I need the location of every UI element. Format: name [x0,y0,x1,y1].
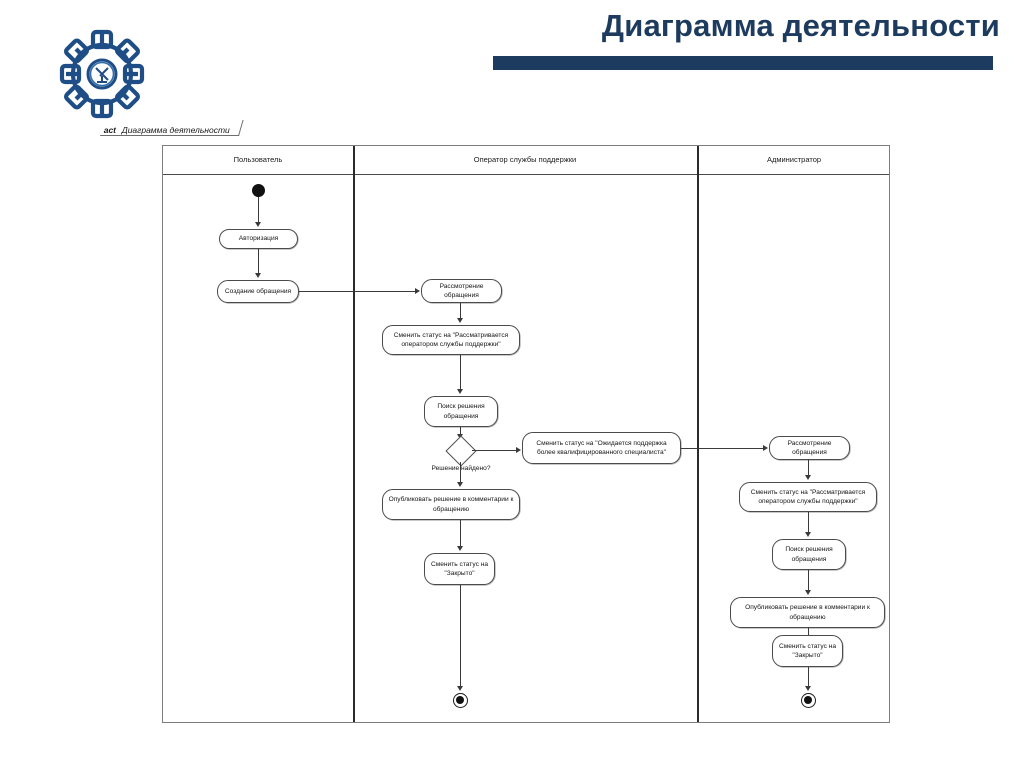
gear-emblem-logo [48,24,156,124]
connector-create-request-to-op-review [299,291,417,293]
connector-op-closed-to-final [460,585,462,688]
connector-admin-review-to-status [808,460,810,477]
final-node-operator [453,693,468,708]
arrowhead-to-admin-search-solution [805,532,811,537]
arrowhead-to-final-admin [805,686,811,691]
activity-diagram-frame: Пользователь Оператор службы поддержки А… [162,145,890,723]
frame-keyword: act [103,125,117,135]
arrowhead-to-authorization [255,222,261,227]
activity-admin-status-closed[interactable]: Сменить статус на "Закрыто" [772,635,843,667]
arrowhead-to-admin-review [763,444,768,451]
connector-admin-search-to-publish [808,570,810,592]
connector-decision-to-op-publish [460,462,462,484]
activity-escalate-status[interactable]: Сменить статус на "Ожидается поддержка б… [522,432,681,464]
lane-divider-user-operator [353,146,355,722]
connector-admin-closed-to-final [808,667,810,688]
activity-authorization[interactable]: Авторизация [219,229,298,249]
activity-op-publish[interactable]: Опубликовать решение в комментарии к обр… [382,489,520,520]
connector-escalate-to-admin-review [681,448,765,450]
lane-title-user: Пользователь [233,155,283,164]
activity-op-search-solution[interactable]: Поиск решения обращения [424,396,498,427]
final-node-admin [801,693,816,708]
arrowhead-to-op-status-closed [457,546,463,551]
arrowhead-to-escalate [516,446,521,453]
title-underline-bar [493,56,993,70]
frame-name: Диаграмма деятельности [122,125,231,135]
activity-op-status-review[interactable]: Сменить статус на "Рассматривается опера… [382,325,520,355]
lane-title-admin: Администратор [766,155,822,164]
connector-initial-to-authorization [258,197,260,224]
arrowhead-to-admin-publish [805,590,811,595]
activity-admin-review[interactable]: Рассмотрение обращения [769,436,850,460]
arrowhead-to-admin-status-review [805,475,811,480]
activity-op-review[interactable]: Рассмотрение обращения [421,279,502,303]
connector-op-review-to-op-status [460,303,462,320]
activity-op-status-closed[interactable]: Сменить статус на "Закрыто" [424,553,495,585]
lane-header-divider [163,174,889,176]
activity-create-request[interactable]: Создание обращения [217,280,299,303]
arrowhead-to-op-publish [457,482,463,487]
arrowhead-to-op-search-solution [457,389,463,394]
connector-op-status-to-op-search [460,355,462,391]
diagram-frame-label: act Диаграмма деятельности [100,120,244,136]
connector-authorization-to-create-request [258,249,260,275]
connector-decision-to-escalate [472,450,518,452]
page-title: Диаграмма деятельности [601,8,1000,43]
arrowhead-to-op-review [415,287,420,294]
activity-admin-publish[interactable]: Опубликовать решение в комментарии к обр… [730,597,885,628]
connector-op-search-to-decision [460,427,462,436]
lane-divider-operator-admin [697,146,699,722]
slide-header: Диаграмма деятельности [0,0,1024,130]
activity-admin-search-solution[interactable]: Поиск решения обращения [772,539,846,570]
lane-title-operator: Оператор службы поддержки [473,155,577,164]
initial-node [252,184,265,197]
arrowhead-to-final-operator [457,686,463,691]
arrowhead-to-create-request [255,273,261,278]
arrowhead-to-op-status-review [457,318,463,323]
connector-admin-status-to-search [808,512,810,534]
connector-op-publish-to-op-closed [460,520,462,548]
activity-admin-status-review[interactable]: Сменить статус на "Рассматривается опера… [739,482,877,512]
